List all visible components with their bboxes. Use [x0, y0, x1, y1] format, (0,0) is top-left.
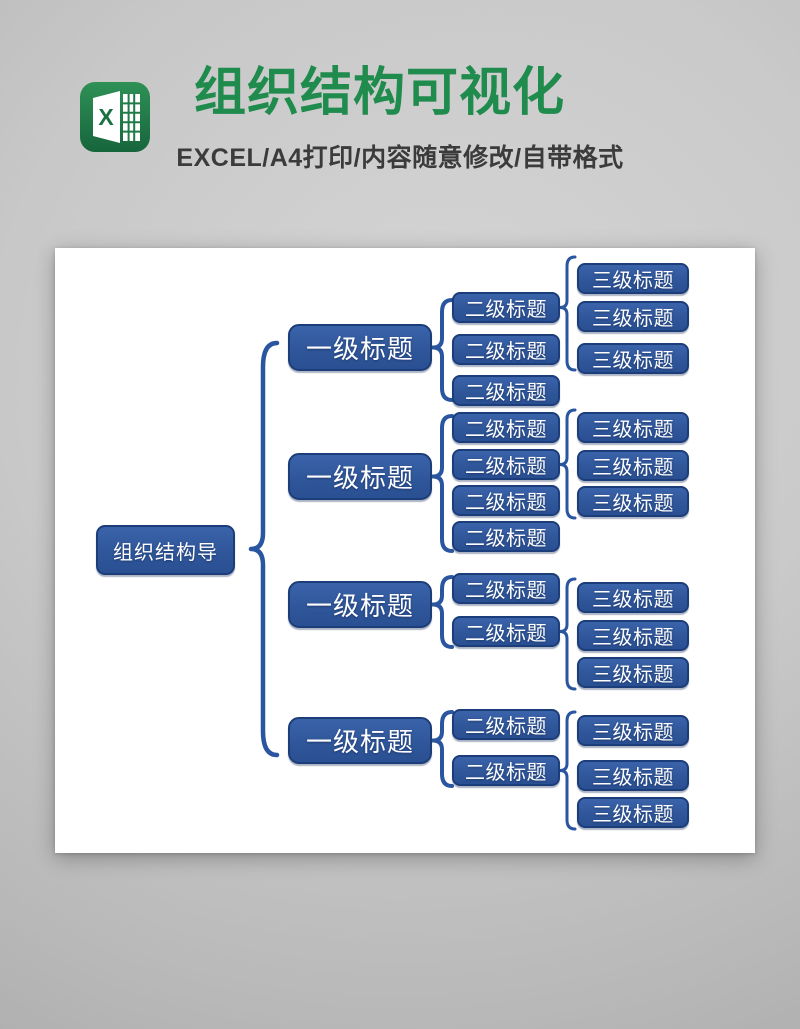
- level3-node: 三级标题: [577, 301, 689, 332]
- level3-node: 三级标题: [577, 486, 689, 517]
- level2-node: 二级标题: [452, 375, 560, 406]
- level2-node: 二级标题: [452, 449, 560, 480]
- level2-node: 二级标题: [452, 412, 560, 443]
- excel-page-shape: X: [93, 91, 120, 143]
- level3-node: 三级标题: [577, 343, 689, 374]
- level3-node: 三级标题: [577, 657, 689, 688]
- level2-node: 二级标题: [452, 485, 560, 516]
- level3-node: 三级标题: [577, 450, 689, 481]
- root-node: 组织结构导: [96, 525, 235, 575]
- level2-node: 二级标题: [452, 755, 560, 786]
- level1-node: 一级标题: [288, 581, 432, 628]
- brace-connector: [431, 414, 454, 553]
- brace-connector: [558, 255, 577, 372]
- worksheet-card: 组织结构导一级标题二级标题三级标题三级标题三级标题二级标题二级标题一级标题二级标…: [55, 248, 755, 853]
- brace-connector: [431, 575, 454, 649]
- level3-node: 三级标题: [577, 582, 689, 613]
- brace-connector: [431, 298, 454, 402]
- excel-x-letter: X: [98, 104, 114, 130]
- page-title: 组织结构可视化: [194, 64, 566, 122]
- brace-connector: [431, 710, 454, 788]
- level2-node: 二级标题: [452, 292, 560, 323]
- level3-node: 三级标题: [577, 263, 689, 294]
- level1-node: 一级标题: [288, 717, 432, 764]
- level3-node: 三级标题: [577, 760, 689, 791]
- level2-node: 二级标题: [452, 573, 560, 604]
- excel-grid-icon: [123, 94, 140, 141]
- page-subtitle: EXCEL/A4打印/内容随意修改/自带格式: [176, 144, 624, 172]
- level2-node: 二级标题: [452, 616, 560, 647]
- level3-node: 三级标题: [577, 412, 689, 443]
- brace-connector: [558, 577, 577, 691]
- level1-node: 一级标题: [288, 453, 432, 500]
- level2-node: 二级标题: [452, 709, 560, 740]
- header: X 组织结构可视化 EXCEL/A4打印/内容随意修改/自带格式: [0, 0, 800, 240]
- level2-node: 二级标题: [452, 521, 560, 552]
- brace-connector: [248, 340, 280, 758]
- brace-connector: [558, 710, 577, 831]
- excel-icon: X: [80, 82, 150, 152]
- level1-node: 一级标题: [288, 324, 432, 371]
- level3-node: 三级标题: [577, 715, 689, 746]
- brace-connectors: [248, 255, 577, 831]
- level2-node: 二级标题: [452, 334, 560, 365]
- level3-node: 三级标题: [577, 620, 689, 651]
- level3-node: 三级标题: [577, 797, 689, 828]
- brace-connector: [558, 408, 577, 520]
